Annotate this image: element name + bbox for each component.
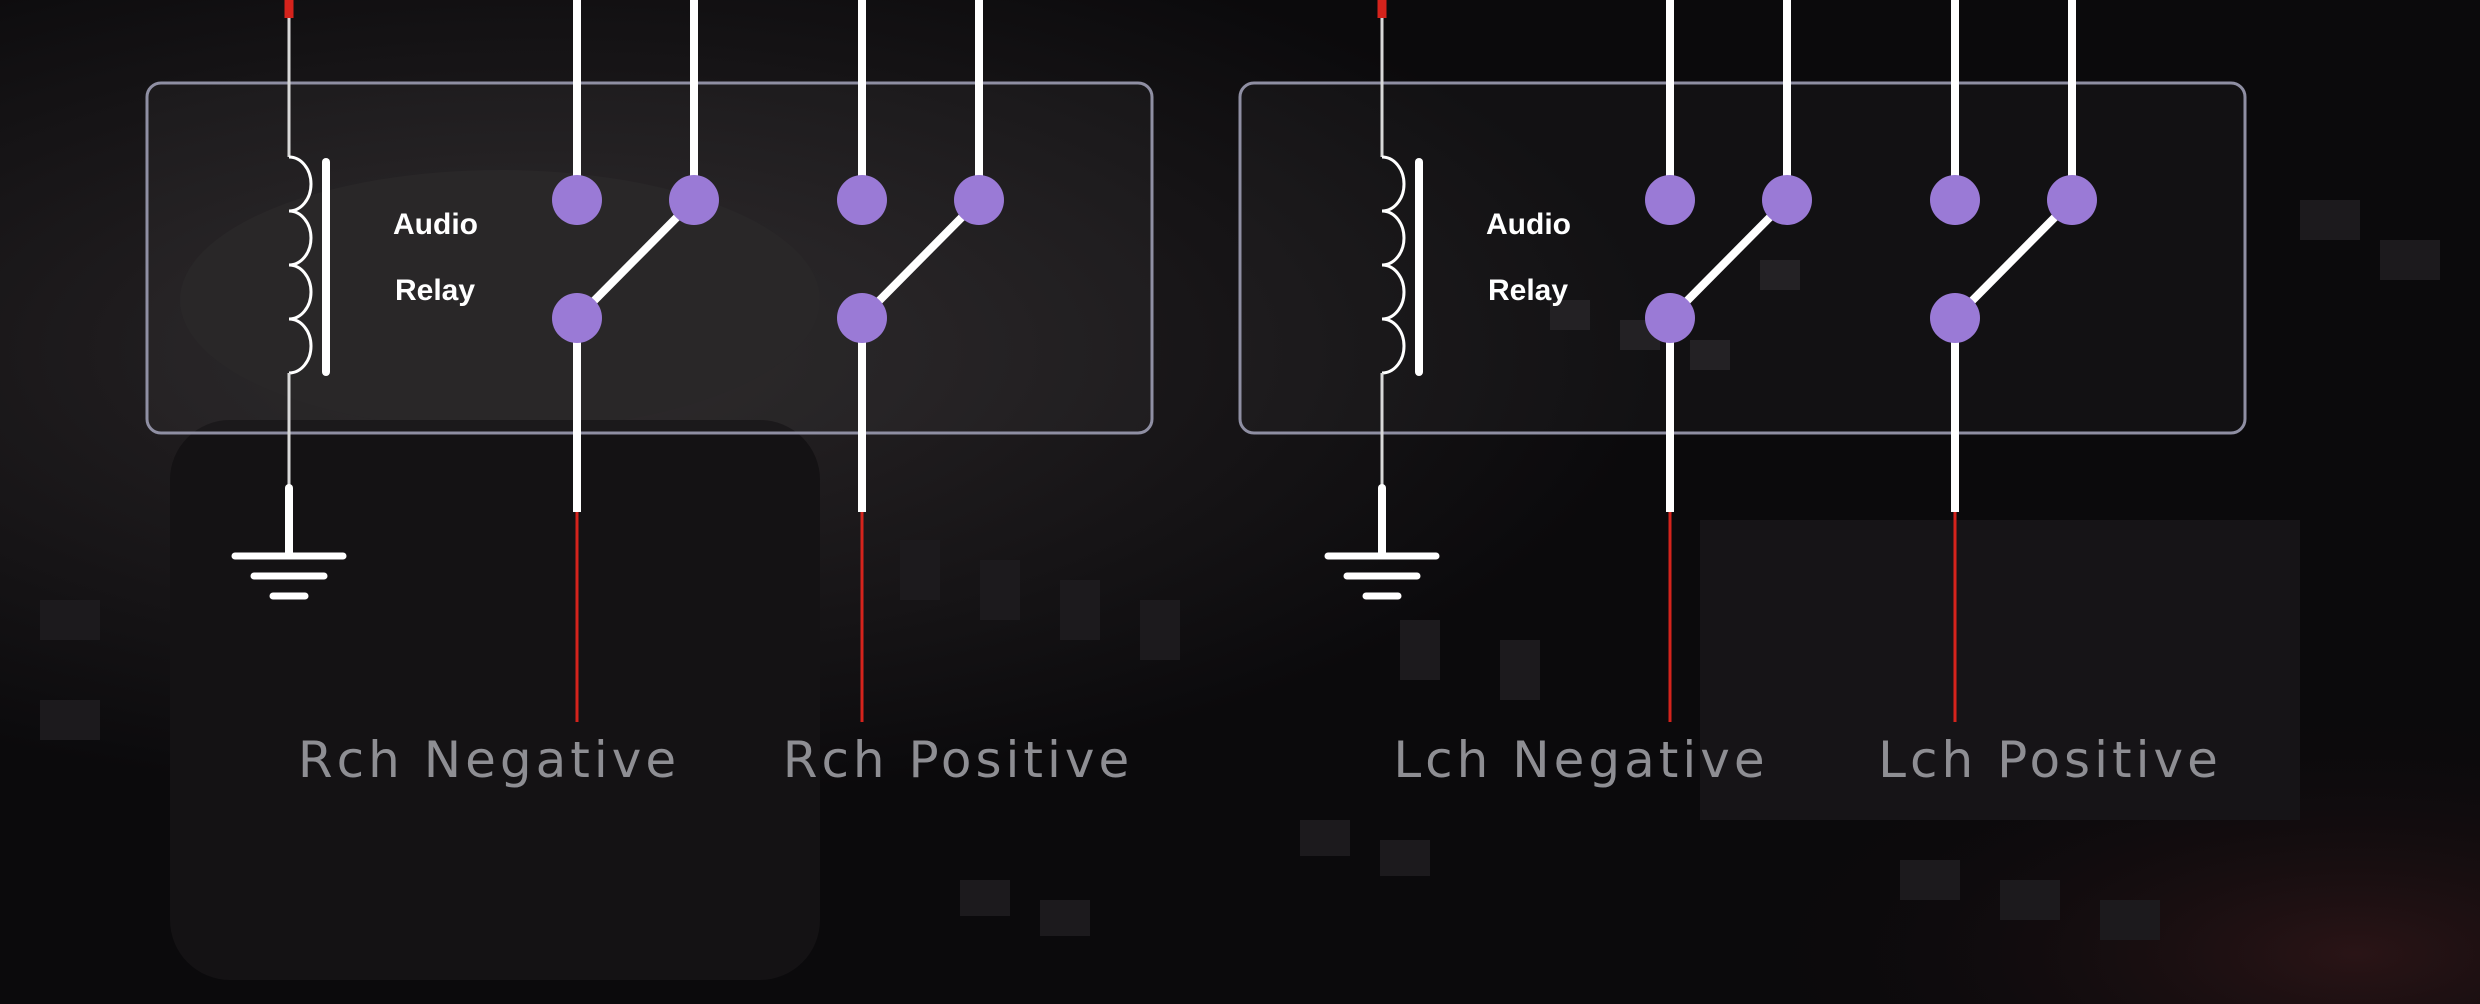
ground-icon xyxy=(231,484,347,600)
coil-right xyxy=(1381,155,1406,375)
contact-rch-positive-no xyxy=(954,175,1004,225)
switch-arm-lch-negative xyxy=(1667,197,1790,321)
ground-icon xyxy=(1324,484,1440,600)
relay-box-left xyxy=(145,81,1154,435)
contact-lch-negative-common xyxy=(1645,293,1695,343)
channel-label-lch-positive: Lch Positive xyxy=(1878,731,2222,789)
contact-rch-positive-nc xyxy=(837,175,887,225)
switch-rch-negative xyxy=(552,0,719,722)
relay-left: Audio Relay xyxy=(145,0,1154,722)
channel-label-rch-positive: Rch Positive xyxy=(783,731,1134,789)
relay-box-right xyxy=(1238,81,2247,435)
coil-left xyxy=(288,155,313,375)
channel-label-lch-negative: Lch Negative xyxy=(1393,731,1768,789)
contact-lch-negative-nc xyxy=(1645,175,1695,225)
contact-rch-positive-common xyxy=(837,293,887,343)
switch-lch-negative xyxy=(1645,0,1812,722)
switch-arm-lch-positive xyxy=(1952,197,2075,321)
switch-arm-rch-positive xyxy=(859,197,982,321)
switch-lch-positive xyxy=(1930,0,2097,722)
relay-label-line2-right: Relay xyxy=(1488,274,1568,307)
contact-lch-positive-common xyxy=(1930,293,1980,343)
contact-rch-negative-no xyxy=(669,175,719,225)
contact-lch-positive-nc xyxy=(1930,175,1980,225)
relay-label-line1-left: Audio xyxy=(393,208,478,241)
contact-lch-positive-no xyxy=(2047,175,2097,225)
contact-lch-negative-no xyxy=(1762,175,1812,225)
pcb-background-pattern xyxy=(40,170,2440,980)
relay-label-line2-left: Relay xyxy=(395,274,475,307)
contact-rch-negative-nc xyxy=(552,175,602,225)
switch-rch-positive xyxy=(837,0,1004,722)
relay-label-line1-right: Audio xyxy=(1486,208,1571,241)
switch-arm-rch-negative xyxy=(574,197,697,321)
contact-rch-negative-common xyxy=(552,293,602,343)
relay-right: Audio Relay xyxy=(1238,0,2247,722)
channel-label-rch-negative: Rch Negative xyxy=(298,731,680,789)
